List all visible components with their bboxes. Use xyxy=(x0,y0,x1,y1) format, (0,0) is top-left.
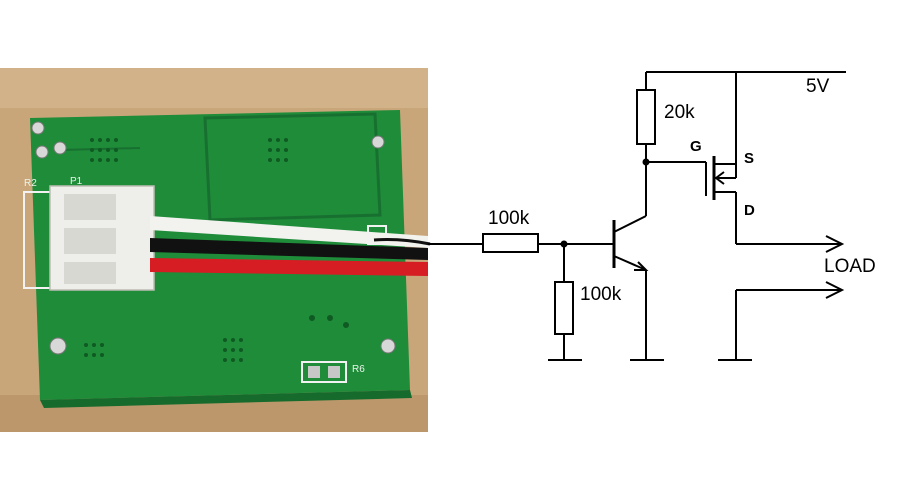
r6-footprint xyxy=(301,361,347,383)
wire-black xyxy=(150,238,428,260)
wire-tail xyxy=(373,238,431,246)
r6-pad xyxy=(328,366,340,378)
wood-highlight xyxy=(0,68,428,108)
npn-collector-lead xyxy=(613,215,647,233)
mosfet-gate-label: G xyxy=(690,138,702,155)
load-label: LOAD xyxy=(824,256,876,277)
r-pulldown-resistor xyxy=(554,281,574,335)
connector xyxy=(49,185,155,291)
load-return-arrow-icon xyxy=(825,281,845,299)
load-out-arrow-icon xyxy=(825,235,845,253)
screw-hole-icon xyxy=(35,145,49,159)
connector-latch xyxy=(64,228,116,254)
npn-emitter-lead xyxy=(613,255,647,271)
silkscreen-r2: R2 xyxy=(24,178,37,189)
r-gate-label: 20k xyxy=(664,102,695,123)
schematic xyxy=(428,71,846,361)
connector-latch xyxy=(64,262,116,284)
screw-hole-icon xyxy=(53,141,67,155)
photo xyxy=(0,68,431,432)
pcb-board xyxy=(30,110,410,400)
wire-white xyxy=(150,216,428,248)
silkscreen-r6: R6 xyxy=(352,364,365,375)
mosfet-arrow-icon xyxy=(714,171,725,185)
screw-hole-icon xyxy=(49,337,67,355)
pcb-trace-outline xyxy=(203,112,382,222)
junction-dot xyxy=(642,158,650,166)
r-pulldown-label: 100k xyxy=(580,284,622,305)
silkscreen-p1: P1 xyxy=(70,176,83,187)
supply-label: 5V xyxy=(806,76,830,97)
r-gate-resistor xyxy=(636,89,656,145)
r-base-label: 100k xyxy=(488,208,530,229)
mosfet-drain-label: D xyxy=(744,202,755,219)
r-base-resistor xyxy=(482,233,539,253)
pcb-edge xyxy=(40,390,412,408)
screw-hole-icon xyxy=(31,121,45,135)
r6-pad xyxy=(308,366,320,378)
mosfet-source-label: S xyxy=(744,150,755,167)
connector-latch xyxy=(64,194,116,220)
via-dots xyxy=(84,138,349,362)
screw-hole-icon xyxy=(380,338,396,354)
wire-red xyxy=(150,258,428,276)
screw-hole-icon xyxy=(371,135,385,149)
pad-outline xyxy=(367,225,387,245)
